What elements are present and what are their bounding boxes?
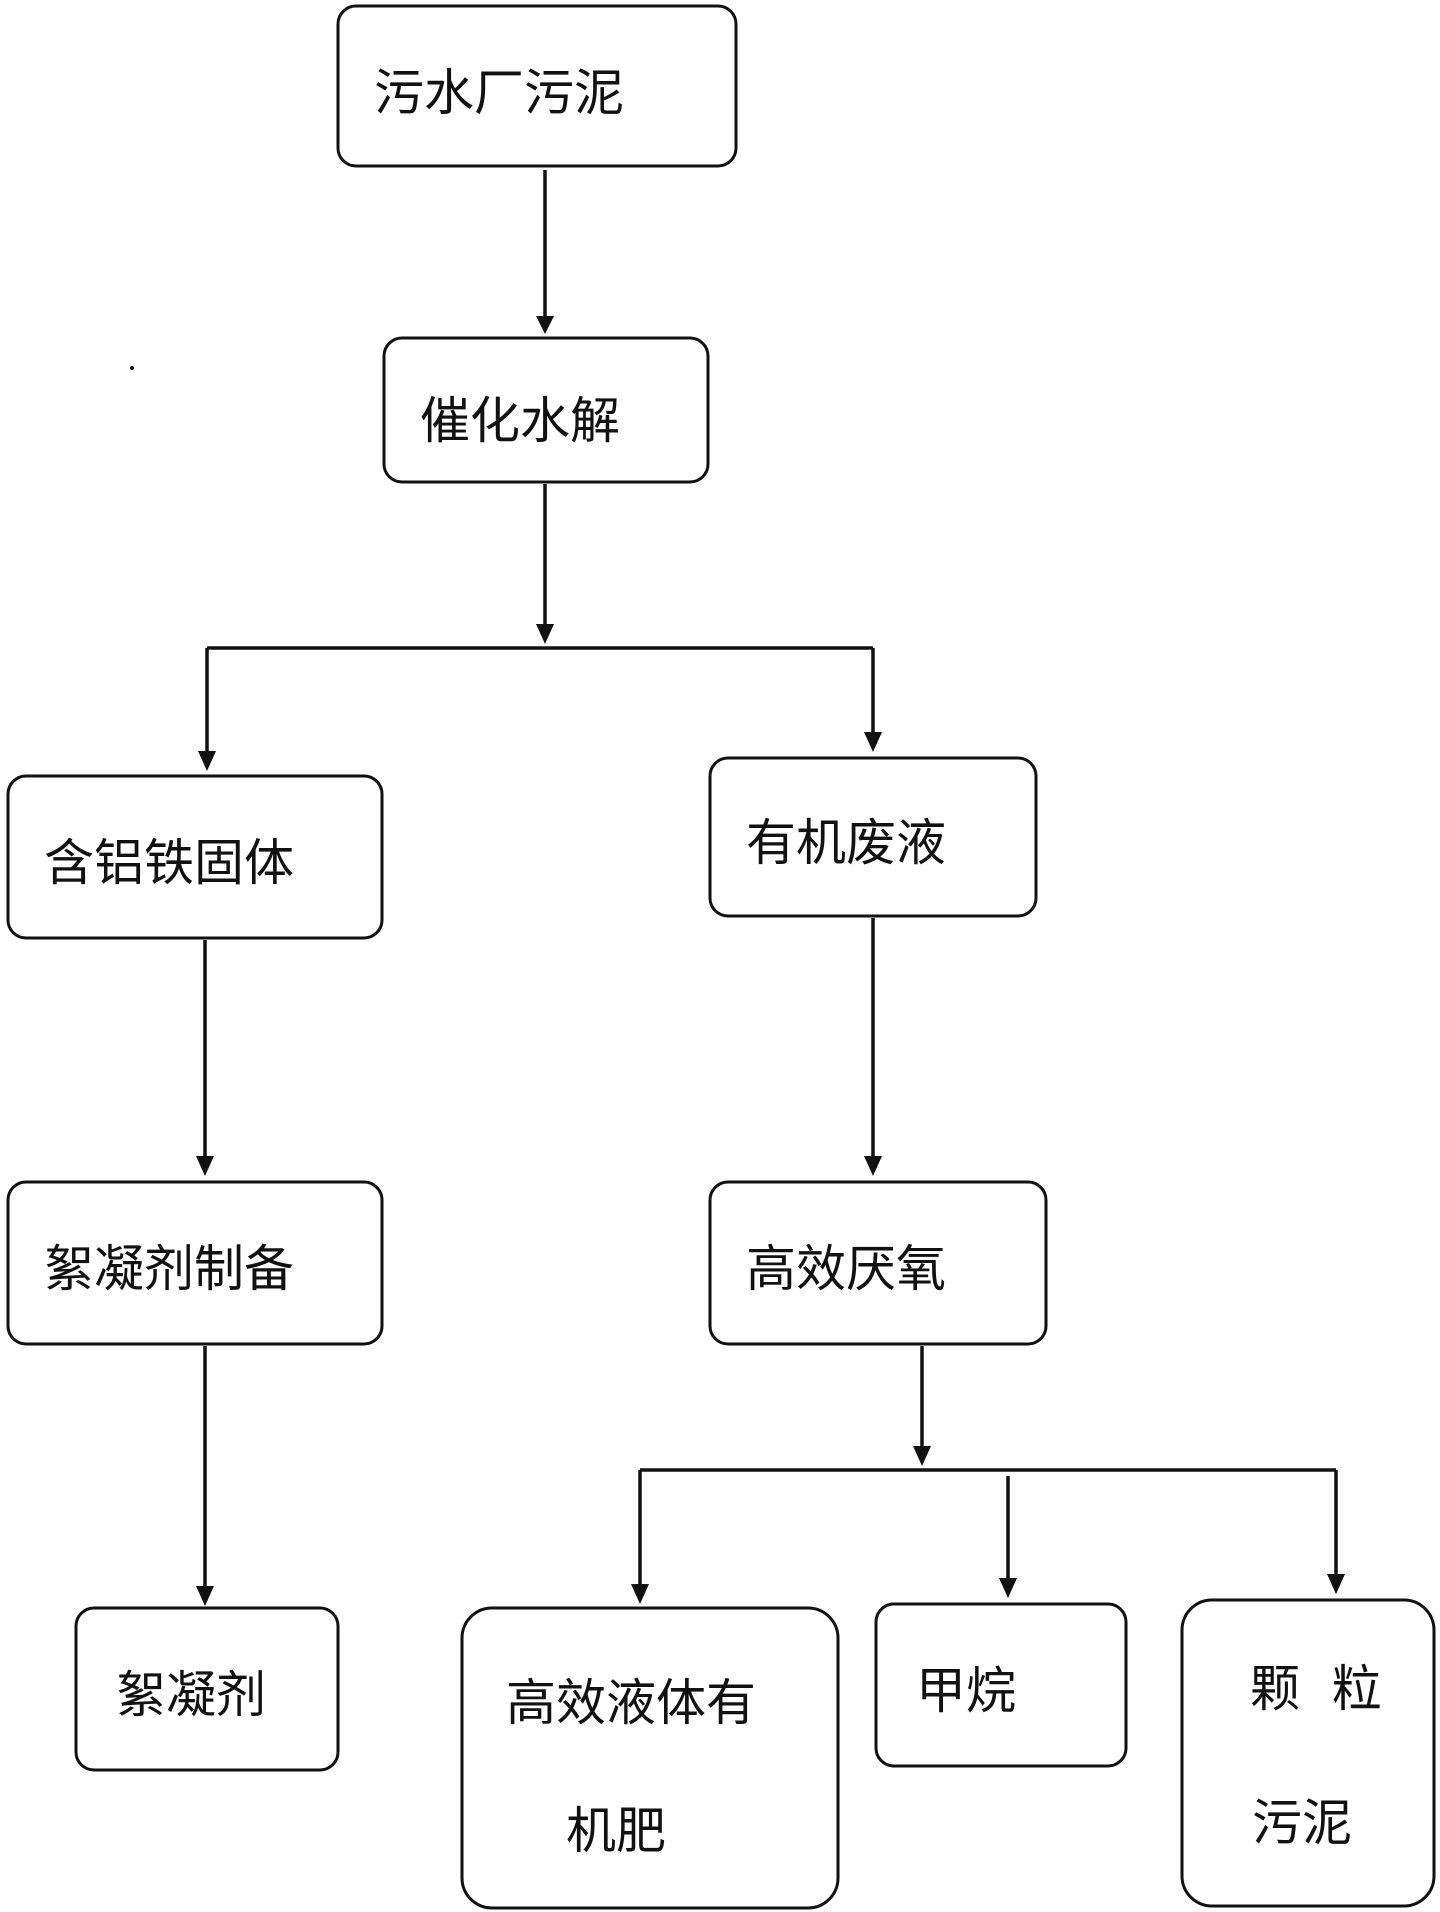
arrowhead-prep <box>196 1156 214 1176</box>
node-al-fe-solid: 含铝铁固体 <box>6 774 384 940</box>
node-methane-label: 甲烷 <box>916 1662 1016 1720</box>
node-liquid-fertilizer-label-2: 机肥 <box>566 1802 666 1860</box>
node-hydrolysis-label: 催化水解 <box>420 392 620 450</box>
stray-dot <box>130 366 134 370</box>
node-hydrolysis: 催化水解 <box>382 336 710 484</box>
node-anaerobic: 高效厌氧 <box>708 1180 1048 1346</box>
arrowhead-hydrolysis <box>536 316 554 334</box>
node-sludge-label: 污水厂污泥 <box>374 64 624 122</box>
arrowhead-flocculant <box>196 1586 214 1606</box>
node-granular-sludge: 颗 粒 污泥 <box>1180 1598 1436 1908</box>
node-organic-waste: 有机废液 <box>708 756 1038 918</box>
node-flocculant-prep-label: 絮凝剂制备 <box>44 1240 294 1298</box>
arrowhead-organic <box>864 732 882 752</box>
connectors <box>130 170 1345 1606</box>
node-anaerobic-label: 高效厌氧 <box>746 1240 946 1298</box>
arrowhead-methane <box>999 1578 1017 1598</box>
node-granular-sludge-label-2: 污泥 <box>1252 1794 1352 1852</box>
node-al-fe-solid-label: 含铝铁固体 <box>44 834 294 892</box>
arrowhead-split-1 <box>536 624 554 644</box>
node-flocculant: 絮凝剂 <box>74 1606 340 1772</box>
node-flocculant-prep: 絮凝剂制备 <box>6 1180 384 1346</box>
node-granular-sludge-label-1: 颗 粒 <box>1250 1660 1382 1718</box>
node-liquid-fertilizer: 高效液体有 机肥 <box>460 1606 840 1910</box>
node-liquid-fertilizer-label-1: 高效液体有 <box>506 1674 756 1732</box>
arrowhead-split-2 <box>913 1446 931 1466</box>
node-sludge: 污水厂污泥 <box>336 4 738 168</box>
arrowhead-fertilizer <box>631 1584 649 1604</box>
node-flocculant-label: 絮凝剂 <box>116 1666 266 1724</box>
arrowhead-granular <box>1327 1574 1345 1594</box>
arrowhead-anaerobic <box>864 1156 882 1176</box>
node-organic-waste-label: 有机废液 <box>746 814 946 872</box>
node-methane: 甲烷 <box>874 1602 1128 1768</box>
arrowhead-al-fe <box>198 751 216 771</box>
